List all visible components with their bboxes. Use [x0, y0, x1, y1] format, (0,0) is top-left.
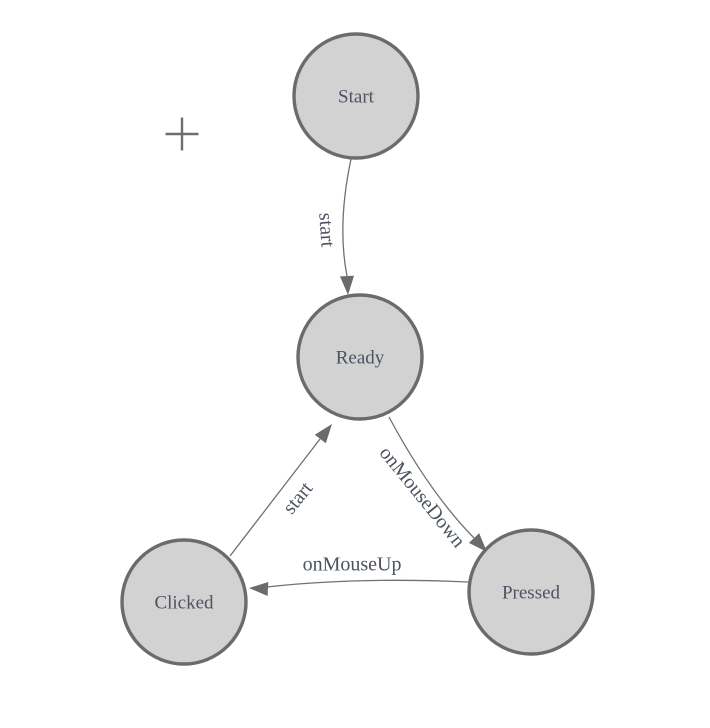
state-label: Start	[338, 87, 375, 108]
arrowhead-icon	[249, 582, 269, 596]
transition-label: onMouseUp	[303, 554, 402, 576]
transition-label: start	[279, 477, 318, 518]
state-circle	[120, 538, 248, 666]
state-label: Clicked	[154, 593, 214, 614]
transition-ready-to-pressed[interactable]: onMouseDown	[375, 416, 487, 552]
transition-clicked-to-ready[interactable]: start	[229, 424, 332, 557]
arrowhead-icon	[340, 275, 354, 295]
state-circle	[292, 32, 420, 160]
transition-line	[266, 579, 469, 588]
transition-pressed-to-clicked[interactable]: onMouseUp	[249, 554, 469, 596]
state-circle	[296, 293, 424, 421]
transition-start-to-ready[interactable]: start	[314, 158, 354, 295]
state-label: Ready	[336, 348, 385, 369]
transition-line	[388, 416, 475, 539]
transition-line	[342, 158, 352, 277]
state-label: Pressed	[502, 583, 561, 604]
crosshair-plus-icon[interactable]	[165, 117, 199, 151]
state-node-pressed[interactable]: Pressed	[467, 528, 595, 656]
transition-label: start	[314, 212, 338, 248]
arrowhead-icon	[314, 424, 332, 444]
transition-label: onMouseDown	[375, 442, 470, 552]
arrowhead-icon	[468, 533, 487, 552]
state-node-ready[interactable]: Ready	[296, 293, 424, 421]
state-node-start[interactable]: Start	[292, 32, 420, 160]
state-node-clicked[interactable]: Clicked	[120, 538, 248, 666]
state-circle	[467, 528, 595, 656]
crosshair-plus-path	[165, 117, 199, 151]
transition-line	[229, 438, 321, 557]
cursor-layer	[165, 117, 199, 151]
